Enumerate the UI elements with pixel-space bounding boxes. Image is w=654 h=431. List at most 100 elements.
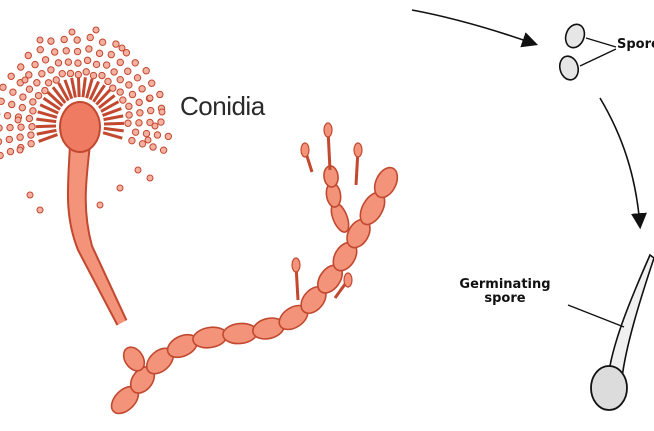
- sterigma: [78, 77, 79, 97]
- hypha-tip: [354, 143, 362, 157]
- conidium: [48, 67, 54, 73]
- conidium: [108, 51, 114, 57]
- conidium: [7, 124, 13, 130]
- conidium: [125, 120, 131, 126]
- conidium: [39, 71, 45, 77]
- segmented-hypha: [107, 123, 402, 418]
- sterigma: [36, 119, 56, 121]
- germinating-label-line1: Germinating: [440, 278, 570, 292]
- conidium: [125, 68, 131, 74]
- conidium: [132, 129, 138, 135]
- conidium: [136, 120, 142, 126]
- conidium: [0, 138, 2, 144]
- conidium: [157, 91, 163, 97]
- conidium: [37, 207, 43, 213]
- conidium: [22, 77, 28, 83]
- conidium: [93, 27, 99, 33]
- germinating-spore-label: Germinating spore: [440, 278, 570, 307]
- conidium: [96, 50, 102, 56]
- conidium: [126, 82, 132, 88]
- conidium: [93, 61, 99, 67]
- conidium: [37, 46, 43, 52]
- conidium: [147, 175, 153, 181]
- conidium: [29, 124, 35, 130]
- vesicle: [60, 102, 100, 152]
- conidium: [59, 70, 65, 76]
- conidium: [129, 91, 135, 97]
- conidium: [165, 133, 171, 139]
- conidium: [45, 80, 51, 86]
- conidium: [74, 37, 80, 43]
- conidium: [30, 99, 36, 105]
- conidium: [150, 144, 156, 150]
- conidium: [154, 132, 160, 138]
- conidium: [152, 123, 158, 129]
- conidium: [8, 73, 14, 79]
- conidium: [53, 77, 59, 83]
- conidium: [6, 136, 12, 142]
- conidium: [61, 36, 67, 42]
- conidium: [9, 101, 15, 107]
- arrow-to-spores: [412, 10, 535, 44]
- conidium: [0, 125, 2, 131]
- sterigma: [36, 126, 56, 127]
- conidium: [139, 86, 145, 92]
- conidium: [28, 132, 34, 138]
- conidium: [75, 60, 81, 66]
- conidium: [83, 69, 89, 75]
- conidium: [143, 130, 149, 136]
- sterigma: [39, 135, 58, 142]
- conidium: [35, 92, 41, 98]
- conidium: [105, 78, 111, 84]
- arrow-to-germinating-spore: [600, 98, 640, 226]
- conidium: [0, 84, 6, 90]
- conidium: [139, 141, 145, 147]
- conidium: [136, 99, 142, 105]
- conidium: [51, 49, 57, 55]
- conidium: [117, 185, 123, 191]
- conidium: [34, 80, 40, 86]
- conidium: [28, 140, 34, 146]
- conidium: [129, 137, 135, 143]
- conidium: [117, 89, 123, 95]
- conidium: [19, 104, 25, 110]
- conidium: [134, 75, 140, 81]
- spore-body: [591, 366, 627, 410]
- spores-label: Spores: [617, 38, 654, 52]
- conidium: [126, 112, 132, 118]
- conidium: [48, 38, 54, 44]
- conidium: [32, 61, 38, 67]
- conidium: [30, 108, 36, 114]
- germinating-pointer-line: [568, 305, 624, 327]
- conidium: [69, 29, 75, 35]
- sterigma: [103, 133, 122, 139]
- conidium: [119, 45, 125, 51]
- sterigma: [83, 77, 85, 97]
- sterigma: [37, 130, 57, 134]
- conidium: [111, 69, 117, 75]
- conidium: [27, 192, 33, 198]
- conidium: [7, 148, 13, 154]
- conidium: [42, 57, 48, 63]
- hypha-tip: [301, 143, 309, 157]
- conidia-label: Conidia: [180, 92, 265, 121]
- germ-tube: [608, 255, 654, 378]
- conidium: [37, 37, 43, 43]
- conidium: [147, 95, 153, 101]
- conidium: [18, 64, 24, 70]
- hypha-tip: [344, 273, 352, 287]
- sterigma: [104, 128, 124, 130]
- conidium: [65, 59, 71, 65]
- conidium: [126, 103, 132, 109]
- conidium: [113, 41, 119, 47]
- hypha-tip: [292, 258, 300, 272]
- conidium: [99, 39, 105, 45]
- germinating-spore: [568, 255, 654, 410]
- germinating-label-line2: spore: [440, 292, 570, 306]
- conidium: [132, 60, 138, 66]
- spore: [557, 54, 581, 82]
- conidium: [74, 48, 80, 54]
- conidium: [42, 87, 48, 93]
